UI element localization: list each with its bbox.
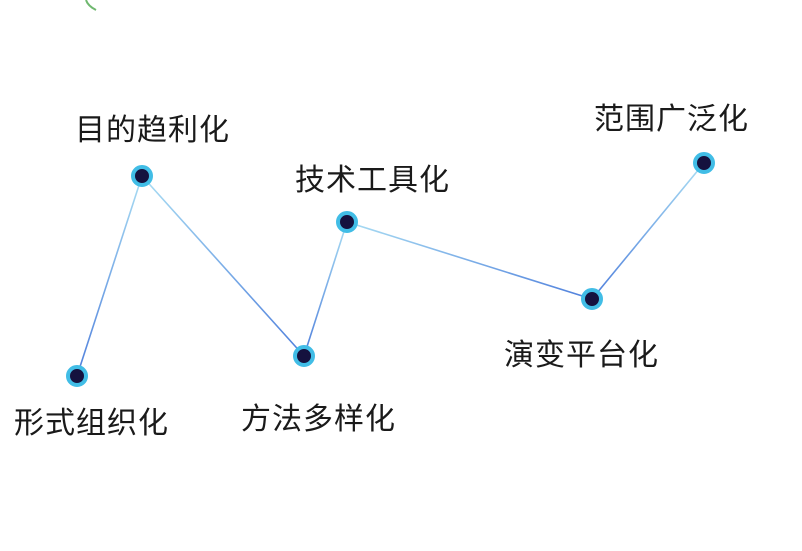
node-label-2: 目的趋利化 (75, 113, 230, 148)
node-1 (66, 365, 88, 387)
node-label-4: 技术工具化 (295, 163, 450, 198)
node-4 (336, 211, 358, 233)
node-label-5: 演变平台化 (504, 338, 659, 373)
edge-5-6 (591, 162, 705, 300)
node-3 (293, 345, 315, 367)
node-6 (693, 152, 715, 174)
node-label-1: 形式组织化 (14, 406, 169, 441)
edge-3-4 (303, 221, 348, 357)
node-label-3: 方法多样化 (241, 402, 396, 437)
edge-1-2 (76, 175, 143, 377)
node-2 (131, 165, 153, 187)
node-label-6: 范围广泛化 (594, 102, 749, 137)
node-5 (581, 288, 603, 310)
leaf-decoration (85, 0, 97, 11)
edge-2-3 (141, 175, 305, 357)
edge-4-5 (346, 221, 593, 300)
